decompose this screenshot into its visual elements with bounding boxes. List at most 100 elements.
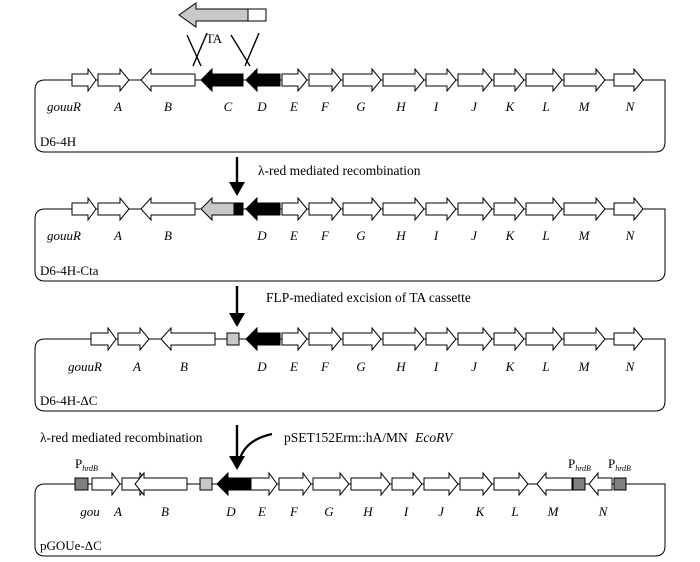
gene-arrow-m <box>563 326 606 352</box>
panel-d6-4h-backbone <box>34 79 666 153</box>
step-arrow-head <box>229 456 245 470</box>
gene-label: gouuR <box>68 359 102 374</box>
gene-arrow-e <box>281 67 308 93</box>
gene-label: B <box>161 504 169 519</box>
gene-arrow-b <box>140 196 196 222</box>
ta-cassette-label: TA <box>206 31 223 46</box>
gene-arrow-n <box>613 196 644 222</box>
gene-arrow-d <box>216 471 251 497</box>
panel-d6-4h-dc-genes <box>90 326 644 352</box>
plasmid-insertion-curve <box>237 432 273 463</box>
promoter-box-left <box>74 477 89 491</box>
gene-arrow-l <box>525 326 563 352</box>
gene-label: H <box>395 359 406 374</box>
gene-arrow-g <box>342 326 382 352</box>
gene-arrow-l <box>525 67 563 93</box>
gene-arrow-f <box>278 471 312 497</box>
panel-name: D6-4H <box>40 134 76 149</box>
gene-label: K <box>505 359 516 374</box>
gene-label: I <box>433 99 439 114</box>
gene-label: M <box>578 359 591 374</box>
gene-label: N <box>625 228 636 243</box>
gene-label: L <box>510 504 518 519</box>
gene-arrow-gouur <box>71 67 97 93</box>
promoter-label-left: PhrdB <box>75 456 98 473</box>
gene-arrow-d <box>245 67 281 93</box>
gene-arrow-d <box>245 326 281 352</box>
panel-name: D6-4H-Cta <box>40 263 99 278</box>
gene-label: I <box>403 504 409 519</box>
gene-label: G <box>356 359 366 374</box>
gene-arrow-h <box>382 67 425 93</box>
gene-arrow-l <box>493 471 529 497</box>
gene-label: H <box>395 99 406 114</box>
step-label: λ-red mediated recombination <box>258 163 421 178</box>
gene-arrow-l <box>525 196 563 222</box>
gene-label: D <box>225 504 236 519</box>
gene-arrow-f <box>308 196 342 222</box>
gene-label: M <box>547 504 560 519</box>
promoter-label-right-2: PhrdB <box>608 456 631 473</box>
gene-label: N <box>625 359 636 374</box>
panel-d6-4h-genes <box>71 67 644 93</box>
gene-arrow-a <box>97 196 130 222</box>
panel-d6-4h-cta-backbone <box>34 208 666 282</box>
frt-scar <box>199 477 213 491</box>
gene-label: A <box>132 359 141 374</box>
gene-arrow-f <box>308 67 342 93</box>
panel-d6-4h-dc-backbone <box>34 338 666 412</box>
gene-label: gouuR <box>47 228 81 243</box>
gene-arrow-a <box>117 326 150 352</box>
gene-label: A <box>113 504 122 519</box>
panel-name: D6-4H-ΔC <box>40 393 97 408</box>
step-2: FLP-mediated excision of TA cassette <box>229 286 471 327</box>
gene-label: D <box>256 228 267 243</box>
gene-label: L <box>541 99 549 114</box>
gene-label: M <box>578 99 591 114</box>
panel-pgoue-dc: PhrdB PhrdB PhrdB <box>34 456 666 557</box>
frt-scar <box>226 332 240 346</box>
gene-label: J <box>471 359 478 374</box>
gene-arrow-i <box>425 326 457 352</box>
step-label: FLP-mediated excision of TA cassette <box>266 290 471 305</box>
gene-arrow-gou <box>91 471 121 497</box>
gene-arrow-k <box>493 326 525 352</box>
ta-cassette: TA <box>178 2 267 67</box>
gene-arrow-n <box>588 471 613 497</box>
panel-d6-4h-dc-gene-labels: gouuR A B D E F G H I J K L M N <box>68 359 636 374</box>
ta-cassette-inserted <box>200 196 235 222</box>
gene-label: F <box>320 359 330 374</box>
gene-arrow-d <box>245 196 281 222</box>
gene-label: K <box>475 504 486 519</box>
gene-label: G <box>356 228 366 243</box>
gene-arrow-b <box>160 326 216 352</box>
plasmid-label: pSET152Erm::hA/MN EcoRV <box>284 430 454 445</box>
gene-label: N <box>625 99 636 114</box>
step-arrow-head <box>229 182 245 196</box>
ta-cassette-arrow-gray <box>178 2 249 28</box>
gene-label: E <box>289 359 298 374</box>
gene-arrow-e <box>250 471 278 497</box>
step-1: λ-red mediated recombination <box>229 157 421 196</box>
gene-arrow-a <box>97 67 130 93</box>
gene-label: B <box>180 359 188 374</box>
gene-label: H <box>395 228 406 243</box>
step-3: λ-red mediated recombination pSET152Erm:… <box>40 425 454 470</box>
gene-arrow-i <box>425 67 457 93</box>
gene-label: gouuR <box>47 99 81 114</box>
gene-arrow-n <box>613 67 644 93</box>
gene-label: I <box>433 359 439 374</box>
crossover-right-b <box>244 32 260 67</box>
step-arrow-head <box>229 313 245 327</box>
gene-label: J <box>471 228 478 243</box>
gene-label: A <box>113 228 122 243</box>
gene-arrow-j <box>457 67 493 93</box>
gene-label: E <box>289 228 298 243</box>
gene-label: B <box>164 99 172 114</box>
gene-arrow-h <box>382 326 425 352</box>
panel-pgoue-dc-genes <box>74 471 627 497</box>
gene-arrow-gouur <box>71 196 97 222</box>
step-label: λ-red mediated recombination <box>40 430 203 445</box>
promoter-label-right-1: PhrdB <box>568 456 591 473</box>
